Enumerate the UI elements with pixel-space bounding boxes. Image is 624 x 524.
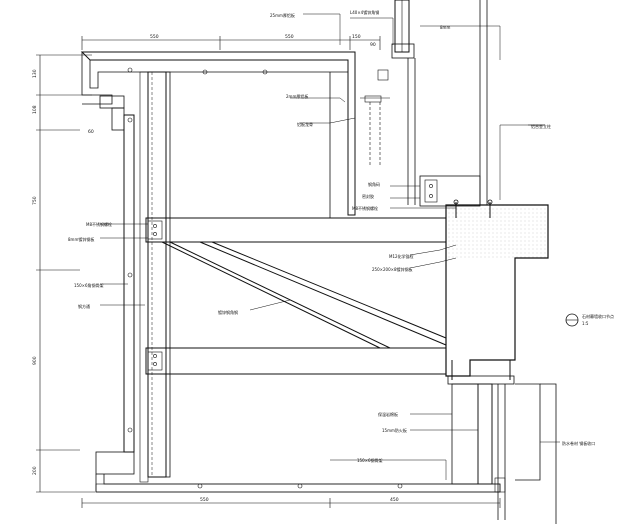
label-2mm-aluminum: 2mm厚铝板 <box>286 93 308 99</box>
dim-bottom-1: 550 <box>200 497 209 503</box>
label-galvanized-angle: 镀锌钢角钢 <box>218 309 238 315</box>
dim-left-5: 900 <box>32 356 38 365</box>
glass-curtain-wall <box>360 0 488 207</box>
left-face-panel <box>95 114 501 493</box>
label-section-title: 石材幕墙收口节点 <box>582 313 614 319</box>
dim-left-6: 200 <box>32 466 38 475</box>
dim-top-1: 550 <box>150 34 159 40</box>
dimension-bottom: 550 450 <box>81 497 501 508</box>
dim-top-4: 90 <box>370 42 376 48</box>
label-steel-tube: 钢方通 <box>78 303 90 309</box>
label-8mm: 8mm <box>440 25 450 30</box>
label-steel-bracket: 钢角码 <box>368 181 380 187</box>
top-cap-panel <box>80 51 356 216</box>
dim-bottom-2: 450 <box>390 497 399 503</box>
leader-lines <box>100 13 560 480</box>
dimension-top: 550 550 150 90 <box>81 34 381 50</box>
dim-left-4: 750 <box>32 196 38 205</box>
label-aluminum-keel: 铝板龙骨 <box>297 121 313 127</box>
label-rockwool: 保温岩棉板 <box>378 411 398 417</box>
label-mullion: 铝合金立柱 <box>531 123 551 129</box>
label-dowel: M8不锈钢螺栓 <box>352 205 378 211</box>
label-150-angle: 150×6角钢骨架 <box>74 282 104 288</box>
steel-frame <box>139 71 447 483</box>
label-steel-plate: 250×200×8镀锌钢板 <box>372 266 413 272</box>
dim-left-1: 130 <box>32 69 38 78</box>
label-8mm-plate: 8mm镀锌钢板 <box>68 236 94 242</box>
dimension-left: 130 108 60 750 900 200 <box>32 54 95 493</box>
dim-left-3: 60 <box>88 129 94 135</box>
label-section-scale: 1:5 <box>582 321 589 326</box>
label-angle-steel: L40×4镀锌角钢 <box>350 9 379 15</box>
label-m12-anchor: M12化学锚栓 <box>389 253 414 259</box>
label-m8-bolt: M8不锈钢螺栓 <box>86 221 112 227</box>
label-150-frame: 150×6钢骨架 <box>357 457 383 463</box>
label-sealant: 密封胶 <box>362 193 374 199</box>
dim-left-2: 108 <box>32 105 38 114</box>
label-fireboard: 15mm防火板 <box>382 427 407 433</box>
dim-top-2: 550 <box>285 34 294 40</box>
label-waterproof: 防水卷材 钢板收口 <box>562 440 595 446</box>
section-mark: 石材幕墙收口节点 1:5 <box>565 313 614 327</box>
dim-top-3: 150 <box>352 34 361 40</box>
concrete-slab <box>445 199 549 385</box>
label-25mm-aluminum: 25mm厚铝板 <box>270 12 295 18</box>
insulation-wall <box>451 383 557 524</box>
